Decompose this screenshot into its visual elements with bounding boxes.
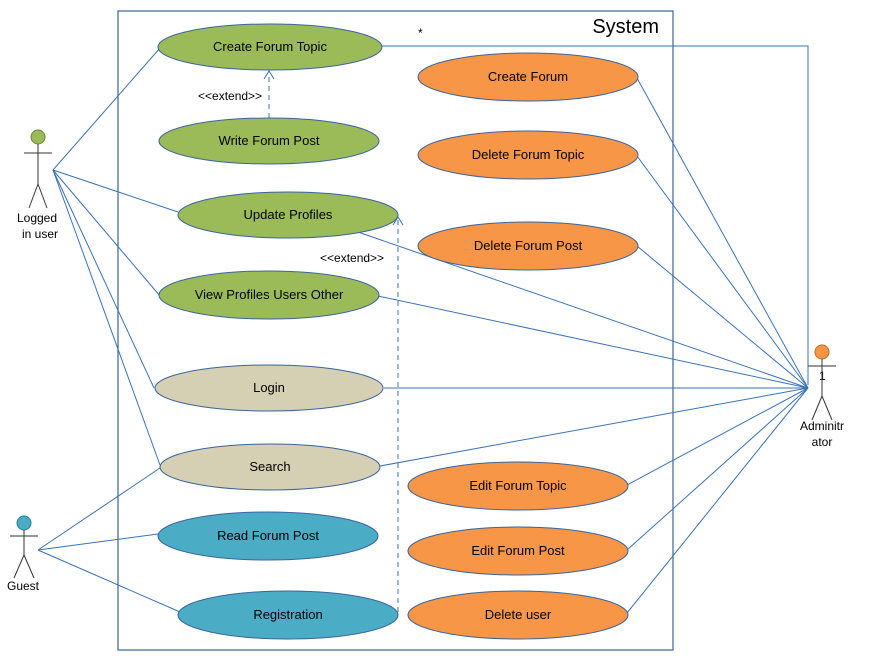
use-case-registration[interactable] xyxy=(177,590,399,640)
assoc-admin-edit-topic xyxy=(626,387,809,486)
use-case-create-forum-topic[interactable] xyxy=(157,23,383,71)
actor-administrator-head xyxy=(814,344,830,360)
actor-administrator-label-line2: ator xyxy=(812,435,833,449)
use-case-create-forum[interactable] xyxy=(417,52,639,102)
extend-label-write-post: <<extend>> xyxy=(198,89,262,103)
assoc-guest-search xyxy=(37,467,161,551)
use-case-view-profiles[interactable] xyxy=(158,270,380,320)
actor-logged-in-user-label-line1: Logged xyxy=(17,211,57,225)
assoc-admin-create-topic xyxy=(381,45,809,385)
actor-guest-label: Guest xyxy=(7,579,40,593)
assoc-admin-create-forum xyxy=(636,77,809,389)
actor-guest[interactable] xyxy=(10,515,38,579)
assoc-admin-search xyxy=(379,387,809,467)
use-case-login[interactable] xyxy=(154,364,384,412)
use-case-delete-forum-topic[interactable] xyxy=(417,130,639,180)
assoc-logged-create-topic xyxy=(52,47,161,171)
use-case-read-forum-post-label: Read Forum Post xyxy=(217,528,319,543)
assoc-guest-registration xyxy=(37,549,181,613)
actor-logged-in-user-head xyxy=(30,129,46,145)
use-case-delete-user[interactable] xyxy=(407,590,629,640)
assoc-admin-delete-topic xyxy=(636,155,809,389)
actor-logged-in-user[interactable] xyxy=(24,129,52,209)
actor-administrator-label-line1: Adminitr xyxy=(800,419,844,433)
multiplicity-star: * xyxy=(418,26,423,40)
system-label: System xyxy=(592,16,659,38)
use-case-write-forum-post[interactable] xyxy=(158,117,380,165)
use-case-create-forum-topic-label: Create Forum Topic xyxy=(213,39,327,54)
assoc-admin-edit-post xyxy=(626,387,809,551)
assoc-admin-view-profiles xyxy=(377,295,809,389)
use-case-edit-forum-topic-label: Edit Forum Topic xyxy=(469,478,567,493)
assoc-admin-delete-user xyxy=(626,387,809,614)
extend-label-registration: <<extend>> xyxy=(320,251,384,265)
use-case-search[interactable] xyxy=(159,443,381,491)
use-case-view-profiles-label: View Profiles Users Other xyxy=(195,287,344,302)
use-case-create-forum-label: Create Forum xyxy=(488,69,568,84)
actor-logged-in-user-label-line2: in user xyxy=(22,227,58,241)
assoc-logged-login xyxy=(52,169,155,389)
system-boundary xyxy=(117,10,674,651)
use-case-write-forum-post-label: Write Forum Post xyxy=(219,133,320,148)
extend-lines xyxy=(268,74,399,612)
assoc-logged-search xyxy=(52,169,161,466)
use-case-edit-forum-post[interactable] xyxy=(407,526,629,576)
use-case-edit-forum-post-label: Edit Forum Post xyxy=(471,543,565,558)
assoc-admin-delete-post xyxy=(636,245,809,389)
use-case-update-profiles[interactable] xyxy=(177,191,399,239)
use-case-search-label: Search xyxy=(249,459,290,474)
assoc-logged-view-profiles xyxy=(52,169,161,297)
use-case-delete-user-label: Delete user xyxy=(485,607,552,622)
use-case-delete-forum-post-label: Delete Forum Post xyxy=(474,238,583,253)
use-cases-left: Create Forum Topic Write Forum Post Upda… xyxy=(154,23,399,640)
use-case-delete-forum-post[interactable] xyxy=(417,221,639,271)
actor-guest-head xyxy=(16,515,32,531)
extend-arrowhead-write-post xyxy=(263,70,275,80)
associations xyxy=(37,45,809,614)
use-case-update-profiles-label: Update Profiles xyxy=(244,207,333,222)
assoc-guest-read-post xyxy=(37,533,159,551)
actor-administrator[interactable] xyxy=(808,344,836,421)
use-case-edit-forum-topic[interactable] xyxy=(407,461,629,511)
use-case-read-forum-post[interactable] xyxy=(157,511,379,561)
use-case-delete-forum-topic-label: Delete Forum Topic xyxy=(472,147,585,162)
use-case-login-label: Login xyxy=(253,380,285,395)
use-cases-right: Create Forum Delete Forum Topic Delete F… xyxy=(407,52,639,640)
use-case-registration-label: Registration xyxy=(253,607,322,622)
assoc-logged-update-profiles xyxy=(52,169,179,213)
